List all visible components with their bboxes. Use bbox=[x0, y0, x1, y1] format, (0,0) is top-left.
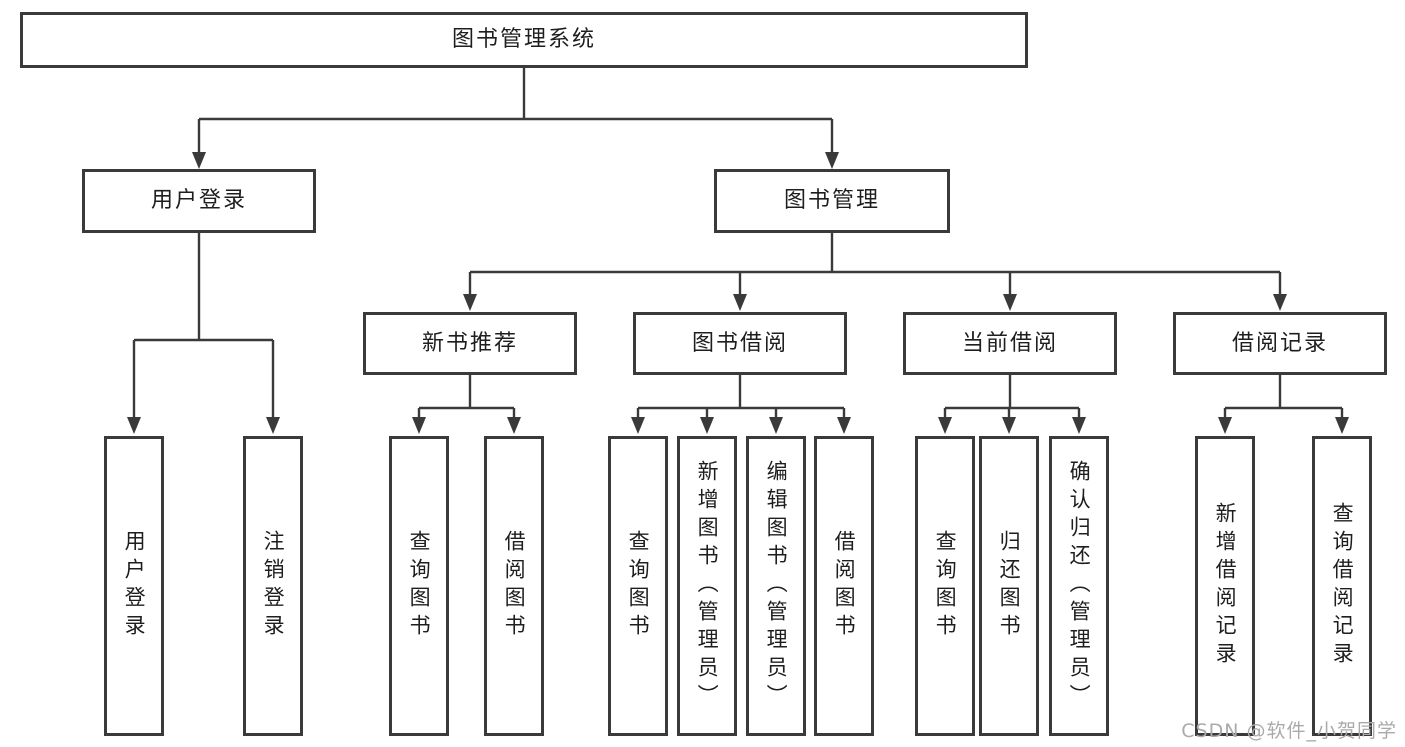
arrow-icon bbox=[769, 417, 783, 434]
leaf-edit-book-admin: 编辑图书（管理员） bbox=[746, 436, 806, 736]
arrow-icon bbox=[700, 417, 714, 434]
leaf-logout-label: 注销登录 bbox=[261, 530, 286, 642]
connector-current-to-leaves bbox=[943, 375, 1081, 417]
leaf-query-books-borrow-label: 查询图书 bbox=[626, 530, 651, 642]
leaf-confirm-return-admin: 确认归还（管理员） bbox=[1049, 436, 1109, 736]
arrowheads bbox=[127, 152, 1349, 434]
arrow-icon bbox=[266, 417, 280, 434]
arrow-icon bbox=[1273, 294, 1287, 311]
arrow-icon bbox=[192, 152, 206, 169]
leaf-query-borrow-record-label: 查询借阅记录 bbox=[1330, 502, 1355, 670]
arrow-icon bbox=[938, 417, 952, 434]
leaf-borrow-books-label: 借阅图书 bbox=[832, 530, 857, 642]
leaf-add-borrow-record-label: 新增借阅记录 bbox=[1213, 502, 1238, 670]
arrow-icon bbox=[631, 417, 645, 434]
leaf-borrow-books-recommend-label: 借阅图书 bbox=[502, 530, 527, 642]
arrow-icon bbox=[1072, 417, 1086, 434]
node-borrow-records: 借阅记录 bbox=[1173, 312, 1387, 375]
leaf-add-book-admin-label: 新增图书（管理员） bbox=[695, 460, 720, 712]
leaf-logout: 注销登录 bbox=[243, 436, 303, 736]
leaf-add-book-admin: 新增图书（管理员） bbox=[677, 436, 737, 736]
leaf-add-borrow-record: 新增借阅记录 bbox=[1195, 436, 1255, 736]
leaf-return-book: 归还图书 bbox=[979, 436, 1039, 736]
node-book-management-label: 图书管理 bbox=[783, 188, 880, 214]
leaf-query-borrow-record: 查询借阅记录 bbox=[1312, 436, 1372, 736]
arrow-icon bbox=[412, 417, 426, 434]
leaf-user-login: 用户登录 bbox=[104, 436, 164, 736]
leaf-query-books-recommend-label: 查询图书 bbox=[407, 530, 432, 642]
node-current-borrow: 当前借阅 bbox=[903, 312, 1117, 375]
leaf-query-books-recommend: 查询图书 bbox=[389, 436, 449, 736]
connector-userlogin-to-leaves bbox=[132, 233, 275, 417]
node-root: 图书管理系统 bbox=[20, 12, 1028, 68]
leaf-query-books-current-label: 查询图书 bbox=[933, 530, 958, 642]
node-root-label: 图书管理系统 bbox=[451, 27, 596, 53]
connector-borrow-to-leaves bbox=[636, 375, 846, 417]
arrow-icon bbox=[1003, 294, 1017, 311]
arrow-icon bbox=[127, 417, 141, 434]
node-book-management: 图书管理 bbox=[714, 169, 950, 233]
connector-root-to-branches bbox=[197, 68, 834, 152]
leaf-borrow-books: 借阅图书 bbox=[814, 436, 874, 736]
leaf-user-login-label: 用户登录 bbox=[122, 530, 147, 642]
arrow-icon bbox=[507, 417, 521, 434]
arrow-icon bbox=[1002, 417, 1016, 434]
connector-bookmgmt-to-modules bbox=[468, 233, 1282, 295]
leaf-confirm-return-admin-label: 确认归还（管理员） bbox=[1067, 460, 1092, 712]
leaf-edit-book-admin-label: 编辑图书（管理员） bbox=[764, 460, 789, 712]
leaf-query-books-borrow: 查询图书 bbox=[608, 436, 668, 736]
leaf-query-books-current: 查询图书 bbox=[915, 436, 975, 736]
node-user-login-label: 用户登录 bbox=[150, 188, 247, 214]
leaf-return-book-label: 归还图书 bbox=[997, 530, 1022, 642]
node-user-login: 用户登录 bbox=[82, 169, 316, 233]
connector-recommend-to-leaves bbox=[417, 375, 516, 417]
arrow-icon bbox=[837, 417, 851, 434]
node-book-borrow-label: 图书借阅 bbox=[691, 330, 788, 356]
arrow-icon bbox=[1335, 417, 1349, 434]
arrow-icon bbox=[825, 152, 839, 169]
arrow-icon bbox=[733, 294, 747, 311]
csdn-watermark: CSDN @软件_小贺同学 bbox=[1181, 720, 1397, 742]
node-book-borrow: 图书借阅 bbox=[633, 312, 847, 375]
node-new-book-recommend: 新书推荐 bbox=[363, 312, 577, 375]
node-borrow-records-label: 借阅记录 bbox=[1231, 330, 1328, 356]
arrow-icon bbox=[463, 294, 477, 311]
connector-records-to-leaves bbox=[1223, 375, 1344, 417]
leaf-borrow-books-recommend: 借阅图书 bbox=[484, 436, 544, 736]
node-current-borrow-label: 当前借阅 bbox=[961, 330, 1058, 356]
arrow-icon bbox=[1218, 417, 1232, 434]
node-new-book-recommend-label: 新书推荐 bbox=[421, 330, 518, 356]
